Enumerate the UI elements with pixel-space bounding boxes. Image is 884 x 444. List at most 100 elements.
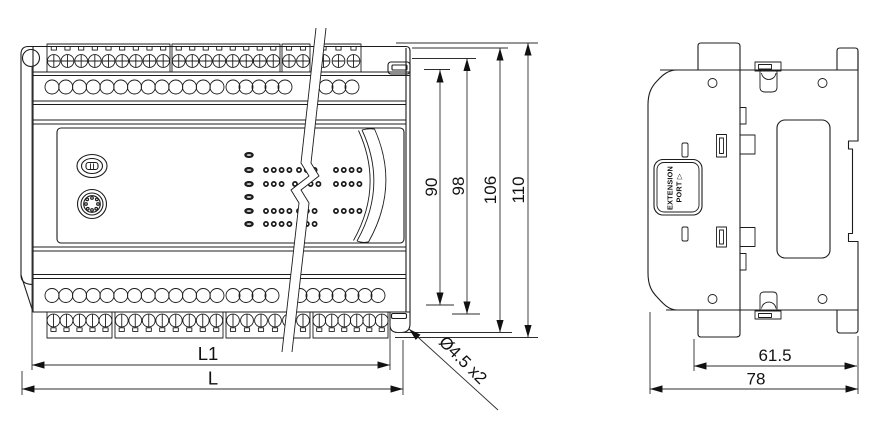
vent-hole <box>58 79 74 95</box>
terminal-screw-cross <box>226 54 240 68</box>
vent-hole <box>99 288 115 303</box>
io-led <box>278 208 285 214</box>
din-tab-top-right <box>836 47 859 70</box>
hole-callout: Ø4.5 x2 <box>408 328 499 411</box>
io-led <box>333 208 339 214</box>
terminal-clamp-slot <box>64 46 71 51</box>
status-led <box>244 221 254 228</box>
com-port-connector[interactable] <box>76 188 108 220</box>
io-led <box>315 181 322 187</box>
io-led <box>348 167 355 173</box>
connector-pin <box>85 206 90 211</box>
vent-hole <box>225 79 241 95</box>
vent-hole <box>264 79 280 95</box>
io-led <box>286 221 293 227</box>
terminal-segment <box>225 311 311 339</box>
terminal-segment <box>171 43 281 73</box>
vent-hole <box>85 79 101 95</box>
extension-port-text-line2: PORT ▷ <box>675 173 684 202</box>
io-led <box>348 208 355 214</box>
side-right-edge <box>847 51 859 310</box>
io-led <box>270 221 277 227</box>
vent-hole <box>168 288 184 303</box>
vent-hole <box>370 288 386 303</box>
dim-61-5-label: 61.5 <box>758 346 791 365</box>
terminal-clamp-slot <box>366 327 373 332</box>
front-panel <box>56 127 405 244</box>
vent-hole <box>209 288 225 303</box>
vent-hole <box>344 288 360 303</box>
dim-L-label: L <box>208 368 218 389</box>
vent-hole <box>318 288 334 303</box>
io-led <box>340 167 347 173</box>
vent-hole <box>318 79 334 95</box>
dimension-110: 110 <box>509 43 532 338</box>
vent-hole <box>264 288 280 303</box>
terminal-clamp-slot <box>256 46 263 51</box>
io-led <box>356 167 363 173</box>
run-stop-switch[interactable] <box>76 153 108 179</box>
terminal-clamp-slot <box>50 327 57 332</box>
terminal-clamp-slot <box>63 327 70 332</box>
terminal-clamp-slot <box>132 327 139 332</box>
vent-hole <box>72 79 87 95</box>
din-rail-clip-top[interactable] <box>754 61 782 93</box>
dim-98-label: 98 <box>449 177 468 196</box>
io-led <box>263 181 269 187</box>
mounting-ear-hole <box>21 48 41 68</box>
terminal-clamp-slot <box>229 46 236 51</box>
io-led <box>270 208 277 214</box>
terminal-clamp-slot <box>172 327 179 332</box>
vent-hole <box>154 79 170 95</box>
terminal-screw-cross <box>282 54 296 68</box>
terminal-clamp-slot <box>202 46 209 51</box>
vent-hole <box>182 288 197 303</box>
terminal-clamp-slot <box>160 46 167 51</box>
vent-hole <box>72 288 87 303</box>
break-line <box>281 27 327 353</box>
dimension-106: 106 <box>481 48 504 333</box>
vent-hole <box>182 79 197 95</box>
extension-port-text-line1: EXTENSION <box>666 166 675 210</box>
terminal-clamp-slot <box>159 327 166 332</box>
din-rail-clip-bottom[interactable] <box>754 291 782 320</box>
vent-hole <box>209 79 225 95</box>
terminal-clamp-slot <box>102 327 109 332</box>
io-led <box>311 221 318 227</box>
io-led <box>311 208 318 214</box>
front-outline <box>20 45 411 334</box>
din-tab-bottom-left <box>697 310 741 338</box>
terminal-screw-cross <box>156 54 170 68</box>
io-led <box>340 208 347 214</box>
extension-port-label[interactable]: EXTENSION PORT ▷ <box>653 158 703 216</box>
dim-78-label: 78 <box>747 370 766 389</box>
vent-hole <box>344 79 360 95</box>
connector-pin <box>84 202 88 206</box>
screw-bosses <box>707 78 828 304</box>
terminal-clamp-slot <box>335 46 342 51</box>
terminal-clamp-slot <box>118 327 125 332</box>
terminal-clamp-slot <box>76 327 83 332</box>
terminal-screw-cross <box>296 54 310 68</box>
terminal-clamp-slot <box>89 327 96 332</box>
terminal-clamp-slot <box>299 327 307 332</box>
dimensions: 90 98 106 110 L1 L Ø4.5 x2 61.5 <box>21 42 859 411</box>
vent-hole <box>277 79 293 95</box>
terminal-clamp-slot <box>350 46 357 51</box>
terminal-screw-cross <box>185 54 199 68</box>
vent-holes-bottom <box>44 288 386 303</box>
io-led <box>333 167 339 173</box>
terminal-segment <box>281 43 311 73</box>
vent-hole <box>238 288 254 303</box>
io-led <box>292 181 298 187</box>
terminal-clamp-slot <box>50 46 57 51</box>
terminal-screw-cross <box>61 54 74 68</box>
vent-hole <box>305 288 321 303</box>
io-led <box>286 208 293 214</box>
terminal-segment <box>46 43 171 73</box>
vent-hole <box>99 79 115 95</box>
vent-hole <box>44 79 60 95</box>
terminal-screw-cross <box>253 54 267 68</box>
terminal-clamp-slot <box>229 327 237 332</box>
